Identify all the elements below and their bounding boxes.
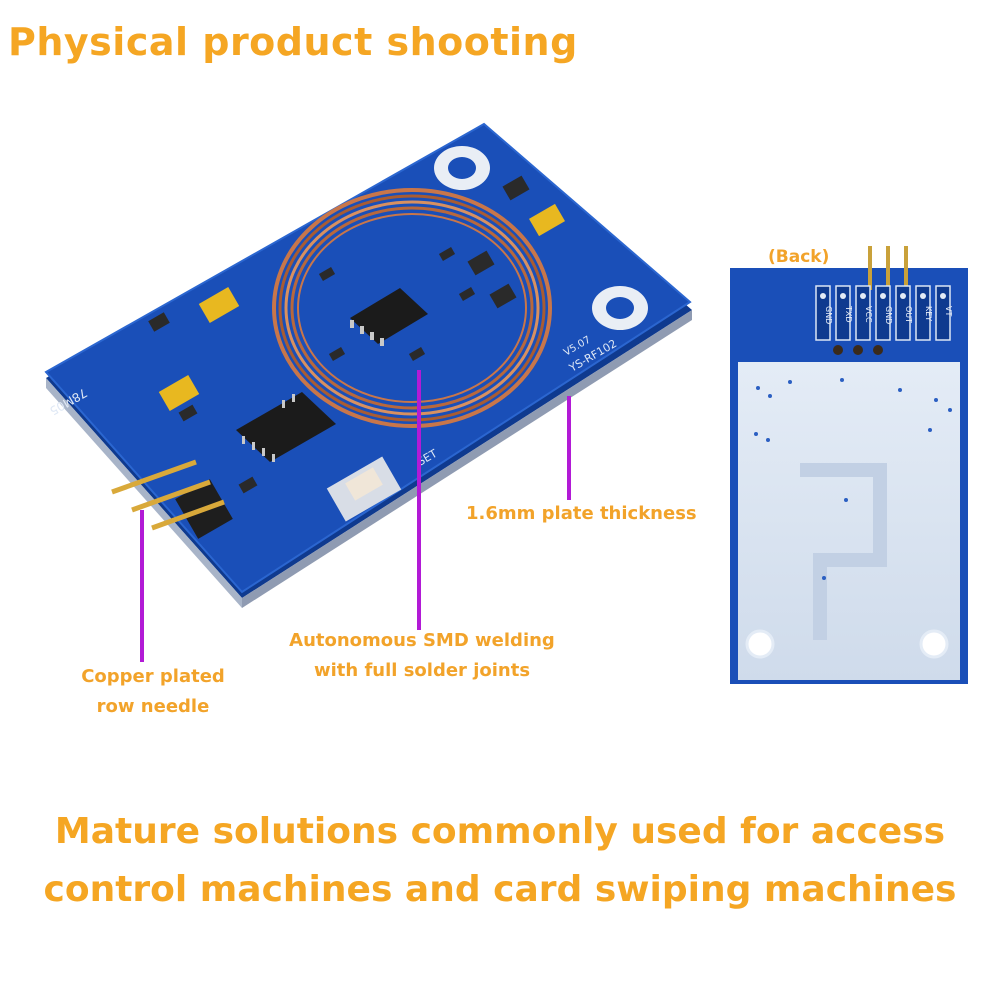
callout-copper-line1: Copper plated: [81, 666, 225, 687]
pin-label: GND: [884, 306, 893, 324]
pin-label: VCC: [864, 306, 873, 323]
page-title: Physical product shooting: [8, 20, 578, 64]
front-pcb-board: 78M05 YS-RF102 V5.07 SET: [44, 122, 692, 608]
pad-row: [815, 285, 951, 341]
back-pcb-board: GND TXD VCC GND OUT KEY VT: [730, 246, 968, 684]
mounting-hole: [745, 629, 775, 659]
mounting-hole: [592, 286, 648, 330]
pin-header: [111, 459, 233, 539]
pin-label: VT: [944, 306, 953, 316]
footer-tagline: Mature solutions commonly used for acces…: [0, 803, 1000, 919]
push-button-component: [326, 456, 402, 522]
back-caption: (Back): [768, 247, 830, 267]
mounting-hole: [919, 629, 949, 659]
back-pin-header: [868, 246, 908, 290]
footer-line2: control machines and card swiping machin…: [43, 869, 957, 910]
ic-chip: [350, 288, 428, 346]
mounting-hole: [434, 146, 490, 190]
pin-label: TXD: [844, 305, 853, 323]
via-dots: [754, 378, 952, 580]
tantalum-capacitor: [158, 203, 565, 412]
callout-copper-line2: row needle: [96, 696, 210, 717]
callout-smd-line2: with full solder joints: [313, 660, 531, 681]
smd-components: [148, 175, 530, 494]
ic-chip-2: [236, 392, 336, 462]
callout-smd-line1: Autonomous SMD welding: [289, 630, 555, 651]
pin-label: GND: [824, 306, 833, 324]
callout-plate-thickness: 1.6mm plate thickness: [466, 503, 697, 524]
callout-lines: [140, 370, 571, 662]
pin-label: KEY: [924, 306, 933, 321]
antenna-coil: [272, 188, 552, 428]
callout-copper-pins: Copper plated row needle: [72, 662, 234, 722]
footer-line1: Mature solutions commonly used for acces…: [54, 811, 946, 852]
pin-label: OUT: [904, 306, 913, 323]
pin-labels: GND TXD VCC GND OUT KEY VT: [824, 305, 953, 324]
callout-smd-welding: Autonomous SMD welding with full solder …: [282, 626, 562, 686]
